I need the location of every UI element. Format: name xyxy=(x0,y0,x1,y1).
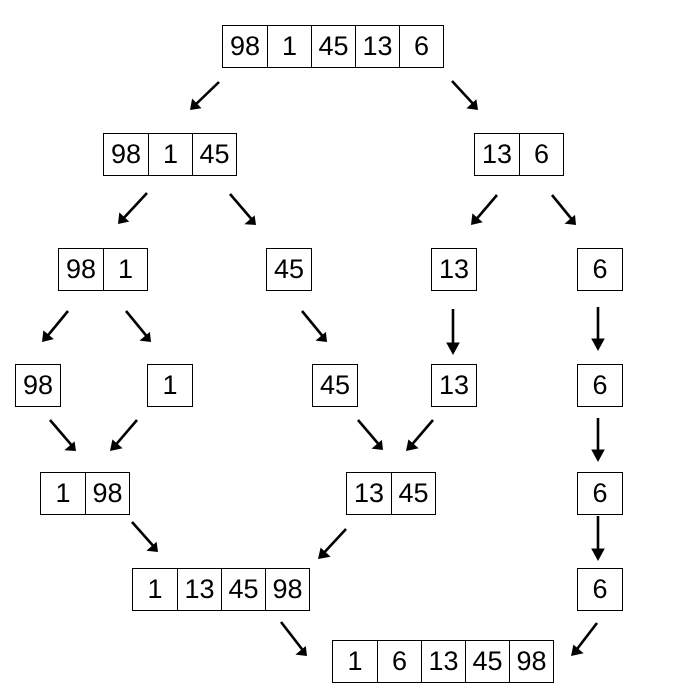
arrow-r1-to-r2a xyxy=(471,194,498,225)
array-cell: 1 xyxy=(103,249,147,290)
arrow-r2a-to-r3a xyxy=(446,309,460,355)
array-cell: 1 xyxy=(55,478,71,508)
array-cell: 6 xyxy=(592,478,608,508)
array-cell: 6 xyxy=(377,641,421,682)
array-box-r3a: 13 xyxy=(431,364,477,407)
arrow-r4-to-r5 xyxy=(591,516,605,561)
array-cell: 6 xyxy=(592,254,608,284)
array-cell: 45 xyxy=(273,254,305,284)
array-cell: 98 xyxy=(265,569,309,610)
array-box-m1: 1 98 xyxy=(40,472,130,515)
array-cell: 6 xyxy=(592,370,608,400)
array-cell: 6 xyxy=(519,134,563,175)
arrow-m3-to-final xyxy=(279,621,307,656)
array-cell: 13 xyxy=(353,478,385,508)
array-box-l3b: 1 xyxy=(147,364,193,407)
arrow-l2a-to-l3b xyxy=(124,310,151,342)
array-cell: 1 xyxy=(162,370,178,400)
arrow-l2b-to-l3c xyxy=(300,310,327,342)
array-box-l2b: 45 xyxy=(266,248,312,291)
array-cell: 98 xyxy=(229,31,261,61)
array-cell: 45 xyxy=(319,370,351,400)
arrow-r3a-to-m2 xyxy=(406,419,434,451)
array-cell: 6 xyxy=(399,26,443,67)
array-cell: 45 xyxy=(391,473,435,514)
array-box-r2a: 13 xyxy=(431,248,477,291)
array-box-r3b: 6 xyxy=(577,364,623,407)
array-cell: 13 xyxy=(438,254,470,284)
array-cell: 98 xyxy=(22,370,54,400)
array-cell: 98 xyxy=(110,139,142,169)
array-box-r2b: 6 xyxy=(577,248,623,291)
array-cell: 98 xyxy=(65,254,97,284)
array-cell: 45 xyxy=(311,26,355,67)
arrow-r3b-to-r4 xyxy=(591,418,605,462)
arrow-root-to-l1 xyxy=(190,81,220,110)
arrow-l3b-to-m1 xyxy=(110,419,138,451)
arrow-root-to-r1 xyxy=(451,80,478,110)
arrow-l3a-to-m1 xyxy=(49,419,76,451)
array-cell: 13 xyxy=(177,569,221,610)
array-cell: 1 xyxy=(148,134,192,175)
array-cell: 13 xyxy=(421,641,465,682)
array-cell: 45 xyxy=(465,641,509,682)
array-cell: 1 xyxy=(347,646,363,676)
arrow-r1-to-r2b xyxy=(550,194,576,225)
array-cell: 13 xyxy=(355,26,399,67)
array-cell: 98 xyxy=(509,641,553,682)
array-box-l3c: 45 xyxy=(312,364,358,407)
arrow-m2-to-m3 xyxy=(318,528,347,559)
arrow-r5-to-final xyxy=(571,622,599,656)
arrow-l1-to-l2b xyxy=(229,193,256,225)
arrow-l1-to-l2a xyxy=(118,192,148,224)
array-box-l3a: 98 xyxy=(15,364,61,407)
array-cell: 13 xyxy=(438,370,470,400)
array-cell: 1 xyxy=(267,26,311,67)
array-cell: 1 xyxy=(147,574,163,604)
arrow-m1-to-m3 xyxy=(131,521,158,552)
array-cell: 13 xyxy=(481,139,513,169)
array-box-r4: 6 xyxy=(577,472,623,515)
arrow-r2b-to-r3b xyxy=(591,307,605,351)
array-cell: 98 xyxy=(85,473,129,514)
arrow-l3c-to-m2 xyxy=(357,419,383,450)
arrow-l2a-to-l3a xyxy=(42,310,70,342)
array-box-r5: 6 xyxy=(577,568,623,611)
array-cell: 45 xyxy=(192,134,236,175)
array-cell: 6 xyxy=(592,574,608,604)
array-cell: 45 xyxy=(221,569,265,610)
